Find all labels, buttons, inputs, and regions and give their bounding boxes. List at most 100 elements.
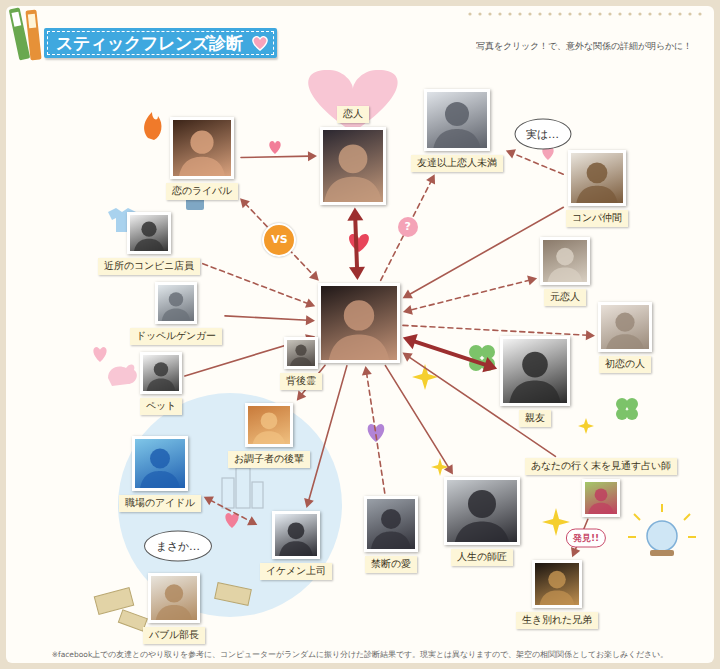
arrowhead [402, 353, 412, 362]
photo-frame [598, 302, 652, 352]
portrait-head [556, 248, 574, 266]
photo-frame [500, 336, 570, 406]
connector [245, 203, 314, 275]
connector [512, 153, 563, 174]
photo-frame [170, 117, 234, 179]
relation-label: 初恋の人 [599, 356, 651, 373]
title-banner: スティックフレンズ診断 [44, 28, 277, 58]
relation-label: あなたの行く末を見通す占い師 [525, 458, 677, 475]
relation-label: 生き別れた兄弟 [516, 612, 598, 629]
relation-label: 元恋人 [544, 289, 586, 306]
portrait [543, 240, 587, 282]
arrowhead [482, 357, 497, 372]
portrait [287, 340, 315, 366]
connector [367, 373, 385, 493]
portrait-body [162, 308, 191, 321]
photo-node: 人生の師匠 [444, 477, 520, 566]
edge-label: VS [262, 223, 296, 257]
photo-node: 親友 [500, 336, 570, 427]
portrait [158, 285, 194, 321]
portrait-head [587, 162, 608, 183]
portrait-body [329, 334, 390, 360]
connector [241, 156, 310, 157]
portrait-body [371, 532, 411, 550]
arrowhead [403, 334, 418, 349]
portrait-body [279, 541, 313, 556]
edge-label: ? [398, 217, 418, 237]
photo-node: 背後霊 [280, 337, 322, 390]
arrowhead [426, 174, 435, 184]
portrait [503, 339, 567, 403]
arrowhead [586, 330, 595, 340]
portrait [535, 563, 579, 605]
photo-frame [284, 337, 318, 369]
photo-node [318, 283, 400, 363]
hint-note: 写真をクリック！で、意外な関係の詳細が明らかに！ [476, 40, 692, 53]
portrait [151, 576, 197, 620]
portrait [367, 499, 415, 549]
portrait [135, 439, 185, 488]
portrait-head [169, 292, 183, 306]
arrowhead [349, 267, 365, 280]
photo-frame [140, 352, 182, 394]
photo-node: ペット [140, 352, 182, 415]
portrait-body [324, 176, 382, 201]
flame [144, 112, 161, 140]
relation-label: バブル部長 [143, 627, 205, 644]
photo-node: 初恋の人 [598, 302, 652, 373]
portrait-head [141, 222, 156, 237]
portrait-body [147, 378, 176, 391]
panel [6, 6, 714, 663]
connector [403, 325, 588, 335]
edge-label: 実は… [514, 119, 571, 150]
photo-node: 職場のアイドル [119, 436, 201, 512]
heart-shape [253, 37, 267, 51]
connector [225, 316, 308, 320]
photo-node: 禁断の愛 [364, 496, 418, 573]
relation-label: 職場のアイドル [119, 495, 201, 512]
photo-node: 友達以上恋人未満 [411, 89, 503, 172]
portrait [447, 480, 517, 542]
arrowhead [204, 496, 214, 505]
arrowhead [362, 366, 372, 376]
relation-label: 背後霊 [280, 373, 322, 390]
photo-frame [582, 479, 620, 517]
crystal-ball [628, 504, 696, 556]
connector [210, 500, 251, 522]
photo-frame [272, 511, 320, 559]
photo-node: 恋のライバル [166, 117, 238, 200]
portrait-head [295, 345, 306, 356]
portrait-head [190, 131, 213, 154]
portrait [585, 482, 617, 514]
photo-frame [132, 436, 188, 491]
pink-heart [308, 70, 397, 132]
red-heart [349, 234, 369, 252]
arrowhead [403, 305, 413, 315]
portrait [130, 215, 168, 251]
connector [385, 366, 449, 469]
arrowhead [304, 498, 314, 508]
photo-node: あなたの行く末を見通す占い師 [525, 458, 677, 517]
portrait [323, 130, 383, 202]
relation-label: コンパ仲間 [566, 210, 628, 227]
callout-bubble: まさか… [144, 531, 212, 562]
photo-frame [320, 127, 386, 205]
portrait-head [261, 412, 278, 429]
photo-node: 近所のコンビニ店員 [98, 212, 200, 275]
photo-frame [540, 237, 590, 285]
arrowhead [506, 149, 516, 158]
relation-label: 人生の師匠 [451, 549, 513, 566]
photo-node: 恋人 [320, 106, 386, 205]
portrait [248, 406, 290, 444]
arrowhead [403, 290, 413, 299]
portrait [601, 305, 649, 349]
portrait-head [615, 313, 634, 332]
portrait-body [539, 591, 574, 605]
relation-label: イケメン上司 [260, 563, 332, 580]
photo-node: ドッペルゲンガー [130, 282, 222, 345]
photo-frame [245, 403, 293, 447]
relation-label: 近所のコンビニ店員 [98, 258, 200, 275]
arrowhead [347, 207, 363, 220]
photo-frame [444, 477, 520, 545]
